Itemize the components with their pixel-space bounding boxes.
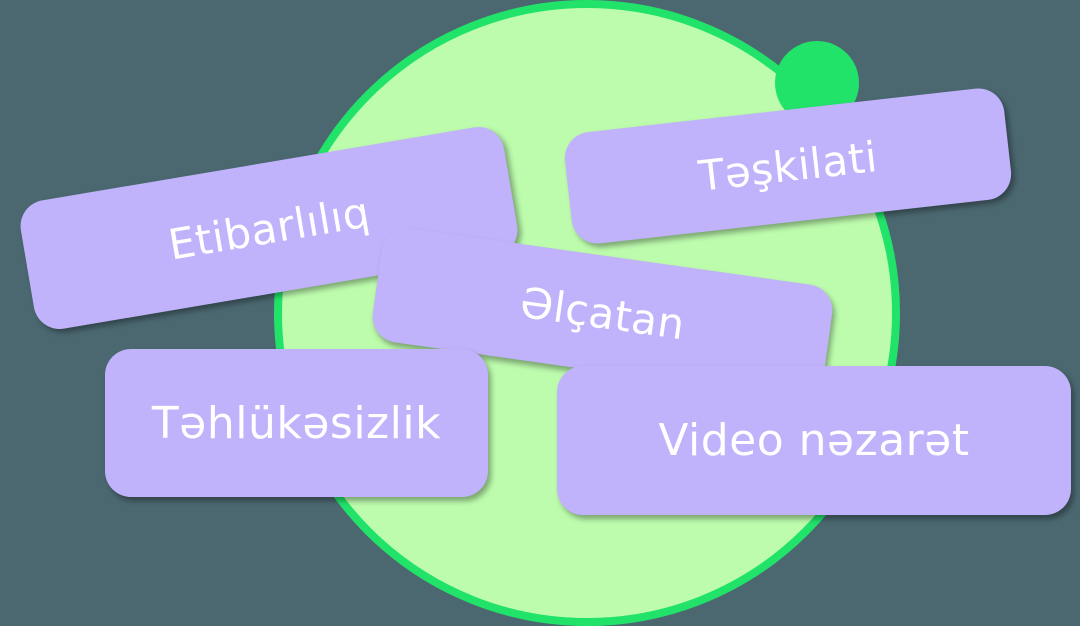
tag-card-tehlukesizlik: Təhlükəsizlik bbox=[105, 349, 488, 497]
tag-card-video-nezaret: Video nəzarət bbox=[557, 366, 1071, 515]
tag-label: Təşkilati bbox=[696, 131, 880, 201]
tag-label: Etibarlılıq bbox=[164, 186, 374, 270]
tag-label: Əlçatan bbox=[516, 277, 689, 350]
tag-label: Video nəzarət bbox=[658, 415, 970, 466]
tag-label: Təhlükəsizlik bbox=[151, 397, 442, 449]
